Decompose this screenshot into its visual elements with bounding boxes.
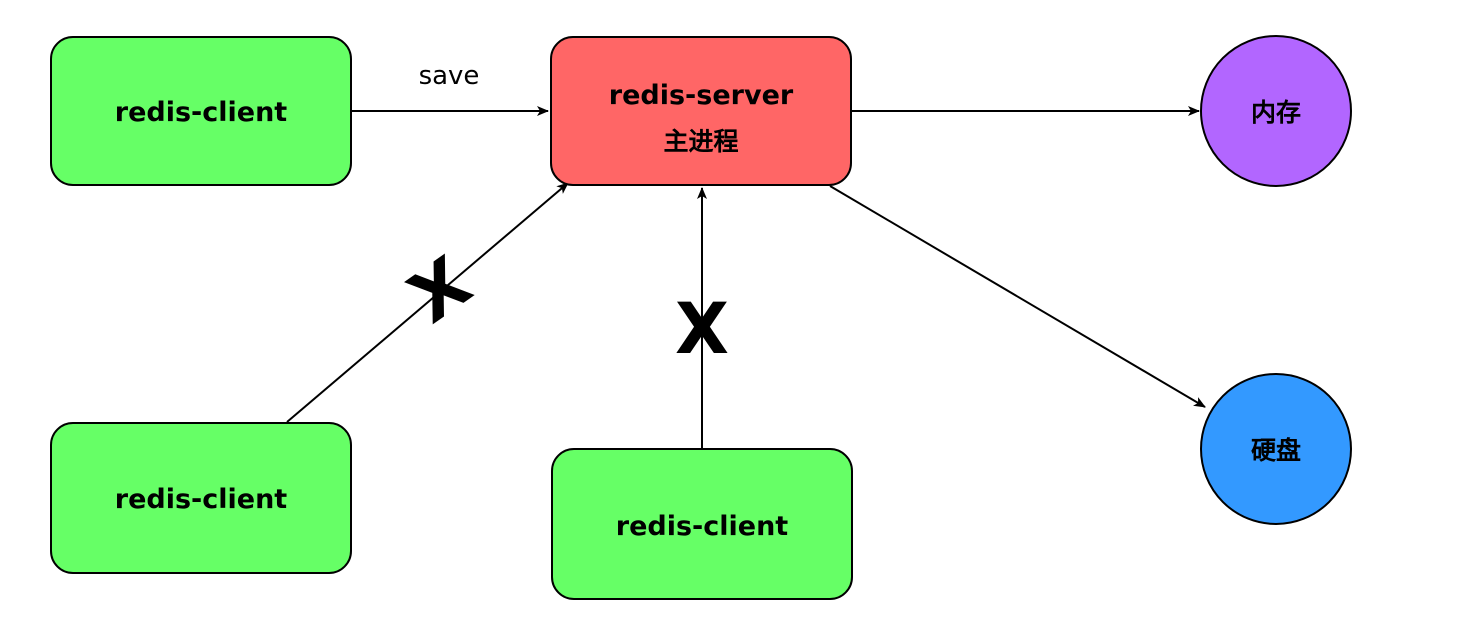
disk-node[interactable]: 硬盘 [1200, 373, 1352, 525]
client-top-node[interactable]: redis-client [50, 36, 352, 186]
memory-circle [1200, 35, 1352, 187]
blocked-mid-mark: X [675, 288, 729, 370]
edge-client-left-to-server [286, 182, 569, 423]
client-top-label: redis-client [115, 97, 288, 128]
server-sublabel: 主进程 [663, 127, 738, 156]
client-bottom-mid-node[interactable]: redis-client [551, 448, 853, 600]
disk-label: 硬盘 [1251, 436, 1301, 465]
memory-node[interactable]: 内存 [1200, 35, 1352, 187]
server-node[interactable]: redis-server 主进程 [550, 36, 852, 186]
client-top-box [50, 36, 352, 186]
client-bottom-left-box [50, 422, 352, 574]
client-bottom-left-label: redis-client [115, 484, 288, 515]
client-bottom-mid-label: redis-client [616, 511, 789, 542]
server-label: redis-server [609, 80, 794, 111]
disk-circle [1200, 373, 1352, 525]
save-edge-label: save [419, 61, 480, 91]
edge-server-to-disk [829, 185, 1206, 408]
blocked-left-mark: X [394, 241, 485, 339]
memory-label: 内存 [1251, 98, 1301, 127]
client-bottom-mid-box [551, 448, 853, 600]
client-bottom-left-node[interactable]: redis-client [50, 422, 352, 574]
server-box [550, 36, 852, 186]
